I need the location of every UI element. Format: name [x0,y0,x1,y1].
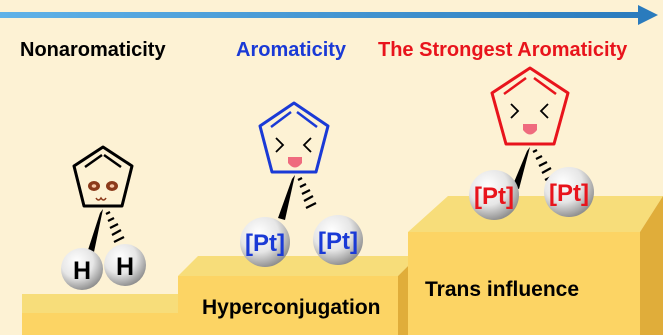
pt-label-mid-right: [Pt] [318,228,358,255]
step-1-block [22,294,205,335]
heading-strongest-aromaticity: The Strongest Aromaticity [378,39,628,61]
pt-atom-top-right [544,167,594,217]
hash-bond-pt-mid [297,177,317,209]
brown-eyes-face [88,181,118,201]
tongue-red [523,124,537,135]
h-atom-left [61,248,103,290]
progression-arrow [0,5,658,25]
h-atom-right [104,244,146,286]
step-3-block [408,196,663,335]
pt-atom-top-left [469,170,519,220]
pt-label-mid-left: [Pt] [245,230,285,257]
heading-aromaticity: Aromaticity [236,39,347,61]
molecule-aromatic: [Pt] [Pt] [240,101,363,267]
step-2-label-hyperconjugation: Hyperconjugation [202,296,381,319]
squinting-face-blue [275,137,312,153]
pt-label-top-left: [Pt] [474,183,514,210]
cyclopentadiene-ring-red [490,66,570,146]
step-3-label-trans-influence: Trans influence [425,278,579,301]
tongue-blue [288,157,302,168]
pt-atom-mid-right [313,215,363,265]
squinting-face-red [510,103,549,119]
h-label-left: H [73,257,91,285]
wedge-bond-pt-mid [278,175,295,220]
cyclopentadiene-ring-black [72,145,134,208]
molecule-nonaromatic: H H [61,145,146,290]
hash-bond-h [105,211,125,243]
heading-nonaromaticity: Nonaromaticity [20,39,166,61]
h-label-right: H [116,253,134,281]
wedge-bond-pt-top [512,147,530,189]
molecule-strongest-aromatic: [Pt] [Pt] [469,66,594,220]
pt-label-top-right: [Pt] [549,180,589,207]
wedge-bond-h [88,209,103,252]
pt-atom-mid-left [240,217,290,267]
cyclopentadiene-ring-blue [258,101,330,174]
